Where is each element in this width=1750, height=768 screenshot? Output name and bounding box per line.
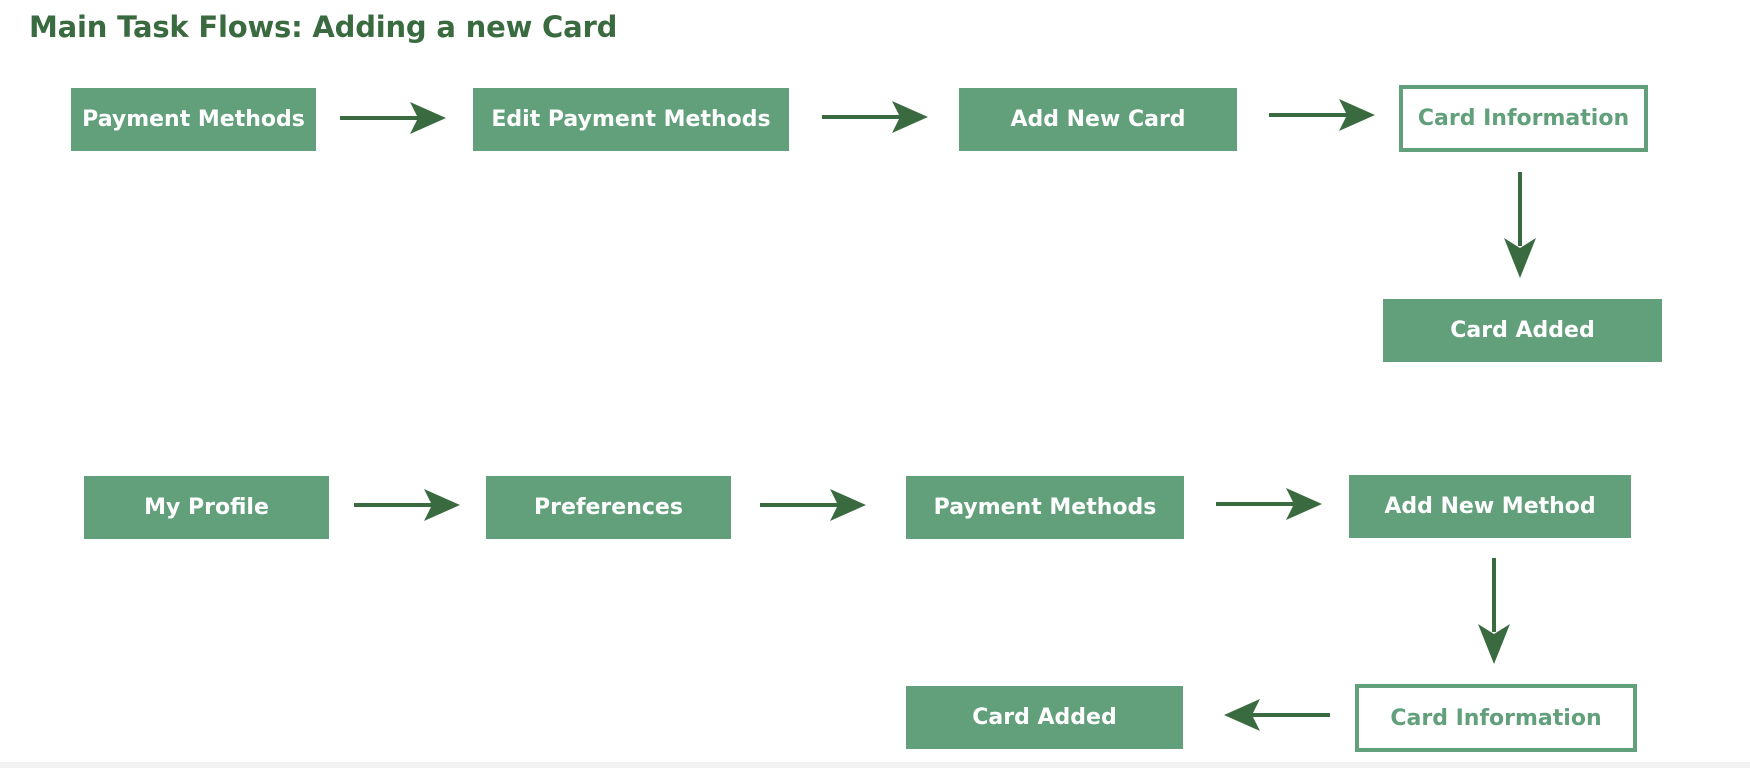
flow2-node-card-added: Card Added (906, 686, 1183, 749)
node-label: Payment Methods (82, 107, 305, 132)
flow1-node-payment-methods: Payment Methods (71, 88, 316, 151)
node-label: Preferences (534, 495, 683, 520)
node-label: Add New Card (1010, 107, 1186, 132)
flow1-arrow-1 (340, 102, 446, 134)
flow2-arrow-left (1224, 699, 1330, 731)
flow2-arrow-down (1478, 558, 1510, 664)
flow2-node-my-profile: My Profile (84, 476, 329, 539)
flow1-arrow-3 (1269, 99, 1375, 131)
flow2-node-preferences: Preferences (486, 476, 731, 539)
node-label: Add New Method (1384, 494, 1596, 519)
node-label: Card Information (1390, 705, 1602, 731)
flow1-arrow-down (1504, 172, 1536, 278)
flow1-arrow-2 (822, 101, 928, 133)
flow2-arrow-1 (354, 489, 460, 521)
flow2-node-card-information: Card Information (1355, 684, 1637, 752)
flow1-node-add-new-card: Add New Card (959, 88, 1237, 151)
node-label: Payment Methods (933, 495, 1157, 520)
flow1-node-card-information: Card Information (1399, 85, 1648, 152)
flow2-node-payment-methods: Payment Methods (906, 476, 1184, 539)
bottom-band (0, 762, 1750, 768)
node-label: My Profile (144, 495, 269, 520)
flow2-node-add-new-method: Add New Method (1349, 475, 1631, 538)
node-label: Edit Payment Methods (491, 107, 771, 132)
node-label: Card Information (1417, 106, 1630, 131)
flow2-arrow-3 (1216, 488, 1322, 520)
node-label: Card Added (972, 705, 1117, 730)
node-label: Card Added (1450, 318, 1595, 343)
page-title: Main Task Flows: Adding a new Card (29, 10, 618, 44)
flow1-node-card-added: Card Added (1383, 299, 1662, 362)
flow1-node-edit-payment-methods: Edit Payment Methods (473, 88, 789, 151)
flow2-arrow-2 (760, 489, 866, 521)
